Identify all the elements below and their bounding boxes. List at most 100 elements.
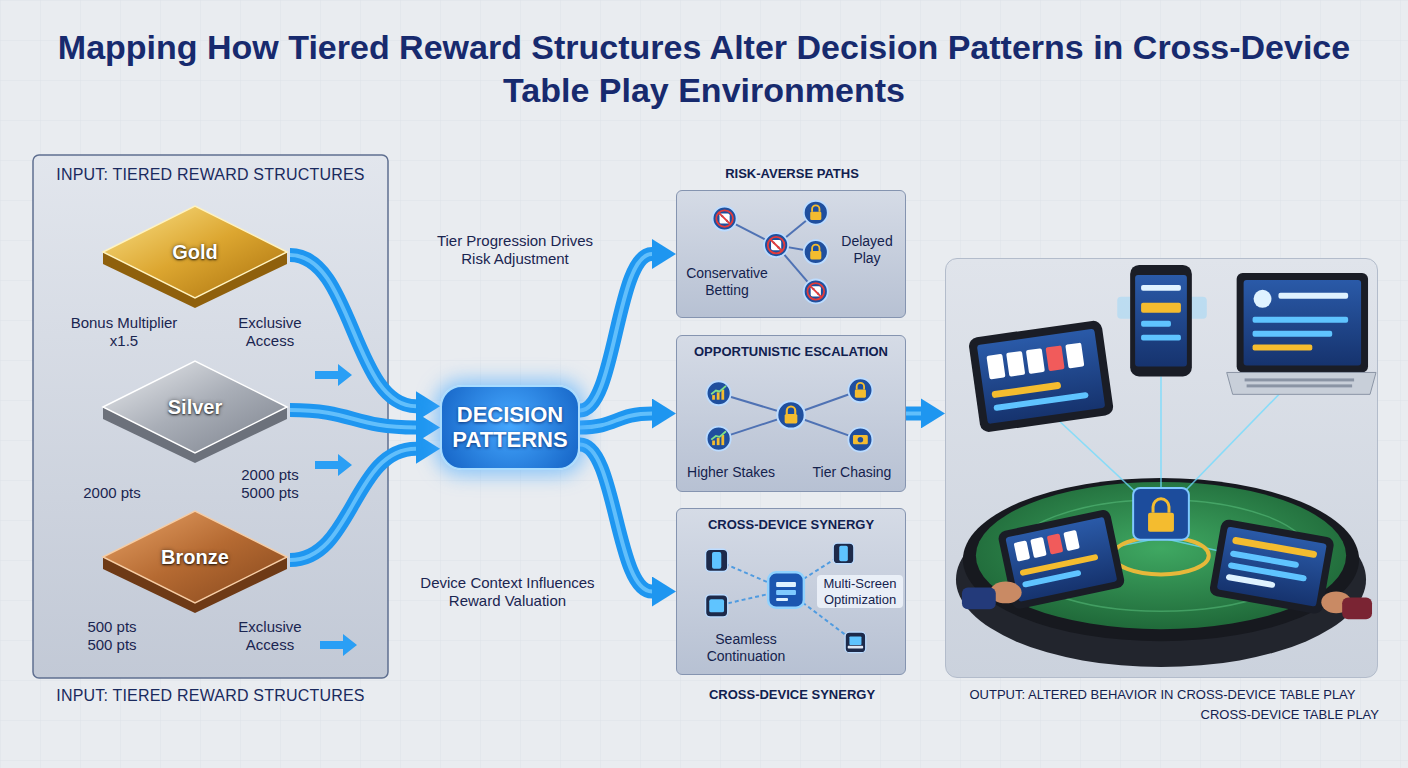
table-play-illustration-part [968,320,1114,433]
flow-arrow-body [580,414,652,428]
table-play-illustration-part-part [1217,527,1327,607]
icon-label: Multi-Screen Optimization [817,575,903,608]
table-play-illustration-part-part [1022,570,1082,588]
bronze-tier: Bronze [100,505,290,615]
table-play-illustration-part-part [1226,574,1276,589]
flow-arrow [290,449,416,560]
escalation-icon-network-part [707,427,731,451]
device-sync-icons-part [706,595,728,617]
flow-arrow [290,410,416,428]
risk-icon-network-part [804,240,828,264]
edge-label: Tier Progression Drives Risk Adjustment [425,232,605,268]
table-play-illustration [946,259,1377,677]
table-play-illustration-part [1135,275,1187,367]
table-play-illustration-part [962,587,996,609]
icon-label: Seamless Continuation [691,631,801,665]
table-play-illustration-part-part [1063,530,1080,551]
risk-icon-network-part [804,201,828,225]
table-play-illustration-part-part [986,354,1005,380]
table-play-illustration-part [963,478,1359,641]
flow-arrow-sheen [580,414,652,428]
table-play-illustration-part [1253,345,1313,351]
flow-arrow-sheen [580,254,652,411]
tier-annotation: 2000 pts [62,484,162,502]
table-play-illustration-part [976,482,1346,629]
flow-arrow-body [290,449,416,560]
table-play-illustration-part [1237,273,1368,373]
flow-arrow-sheen [290,449,416,560]
diagram-title: Mapping How Tiered Reward Structures Alt… [54,26,1354,111]
icon-label: Higher Stakes [681,464,781,481]
flow-arrow-body [290,410,416,428]
risk-icon-network-part [764,233,788,257]
device-sync-icons-part [706,549,728,571]
table-play-illustration-part-part [1006,351,1025,377]
table-play-illustration-part-part [1030,537,1047,558]
escalation-icon-network-part [719,390,861,439]
flow-arrow-body [580,254,652,411]
tier-name: Bronze [100,545,290,569]
table-play-illustration-part [1148,513,1174,532]
table-play-illustration-part-part [1014,540,1031,561]
table-play-illustration-part [1141,335,1181,341]
table-play-illustration-part [1227,372,1376,394]
hub-label: DECISION PATTERNS [442,402,578,453]
flow-arrow [906,413,921,414]
device-sync-icons-part [768,572,804,608]
panel-heading: INPUT: TIERED REWARD STRUCTURES [33,165,388,184]
table-play-illustration-part-part [977,329,1105,424]
decor-arrows-part [315,454,352,476]
table-play-illustration-part-part [968,320,1114,433]
flow-arrow-body [906,406,921,420]
flow-arrow-sheen [290,255,416,406]
edge-label: Device Context Influences Reward Valuati… [410,574,605,610]
icon-label: Delayed Play [833,233,901,267]
outcome-box: OPPORTUNISTIC ESCALATIONHigher StakesTie… [676,335,906,492]
box-heading: CROSS-DEVICE SYNERGY [677,517,905,533]
tier-annotation: 500 pts 500 pts [79,618,145,654]
table-play-illustration-part [1141,321,1171,327]
tier-annotation: Bonus Multiplier x1.5 [70,314,178,350]
icon-label: Conservative Betting [683,265,771,299]
flow-arrow-sheen [906,411,921,415]
table-play-illustration-part [1244,280,1361,366]
decision-hub: DECISION PATTERNS [440,385,580,470]
device-sync-icons-part [833,543,854,564]
output-panel: OUTPUT: ALTERED BEHAVIOR IN CROSS-DEVICE… [945,258,1378,678]
table-play-illustration-part-part [1005,517,1117,602]
escalation-icon-network-part [848,378,872,402]
table-play-illustration-part-part [1245,378,1354,381]
output-caption: CROSS-DEVICE TABLE PLAY [921,707,1379,723]
table-play-illustration-part-part [1047,533,1064,554]
panel-footer: INPUT: TIERED REWARD STRUCTURES [33,686,388,705]
box-heading: RISK-AVERSE PATHS [677,166,907,182]
outcome-box: RISK-AVERSE PATHSConservative BettingDel… [676,190,906,318]
table-play-illustration-part [1113,537,1209,575]
escalation-icon-network-part [707,381,731,405]
silver-tier: Silver [100,355,290,465]
table-play-illustration-part [1141,303,1181,313]
table-play-illustration-part [1153,499,1169,513]
input-panel: INPUT: TIERED REWARD STRUCTURESINPUT: TI… [33,155,388,678]
decor-arrows-part [320,634,357,656]
risk-icon-network-part [804,279,828,303]
table-play-illustration-part-part [1019,554,1098,576]
table-play-illustration-part-part [1026,348,1045,374]
table-play-illustration-part [1141,285,1181,291]
table-play-illustration-part-part [1046,345,1065,371]
table-play-illustration-part-part [1209,518,1335,614]
box-footer: CROSS-DEVICE SYNERGY [677,687,907,703]
box-heading: OPPORTUNISTIC ESCALATION [677,344,905,360]
device-sync-icons-part [845,632,866,653]
table-play-illustration-part-part [1065,343,1084,369]
flow-arrow-sheen [580,445,652,592]
table-play-illustration-part-part [991,382,1061,399]
table-play-illustration-part [1245,378,1354,387]
flow-arrow-sheen [290,410,416,428]
flow-arrow [290,255,416,406]
flow-arrow-body [580,445,652,592]
table-play-illustration-part-part [993,392,1088,411]
flow-arrow-body [290,255,416,406]
